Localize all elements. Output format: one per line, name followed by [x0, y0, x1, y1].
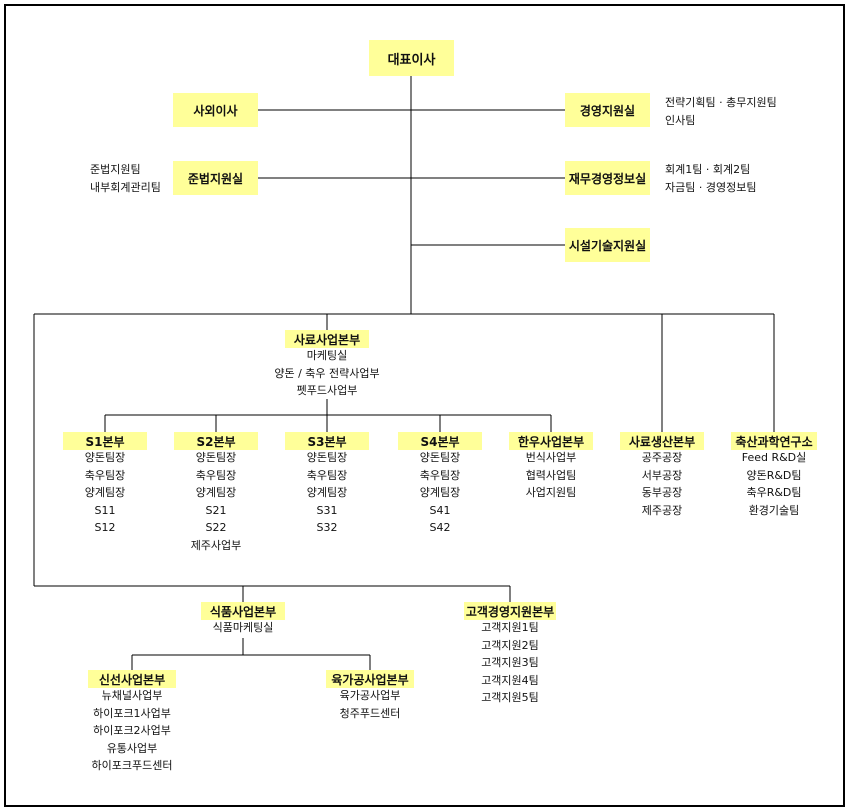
customer-division-box: 고객경영지원본부	[464, 602, 556, 620]
s4-hq-box: S4본부	[398, 432, 482, 450]
finance-box: 재무경영정보실	[565, 161, 650, 195]
feed-production-box: 사료생산본부	[620, 432, 704, 450]
compliance-box: 준법지원실	[173, 161, 258, 195]
outside-director-box: 사외이사	[173, 93, 258, 127]
s2-hq-box: S2본부	[174, 432, 258, 450]
processed-division-teams: 육가공사업부 청주푸드센터	[339, 689, 401, 720]
research-institute-teams: Feed R&D실 양돈R&D팀 축우R&D팀 환경기술팀	[741, 451, 807, 517]
compliance-teams: 준법지원팀 내부회계관리팀	[90, 163, 161, 194]
s3-hq-teams: 양돈팀장 축우팀장 양계팀장 S31 S32	[306, 451, 348, 534]
s1-hq-teams: 양돈팀장 축우팀장 양계팀장 S11 S12	[84, 451, 126, 534]
hanwoo-division-box: 한우사업본부	[509, 432, 593, 450]
management-support-teams: 전략기획팀 · 총무지원팀 인사팀	[665, 96, 777, 127]
fresh-division-teams: 뉴채널사업부 하이포크1사업부 하이포크2사업부 유통사업부 하이포크푸드센터	[91, 689, 173, 772]
food-division-box: 식품사업본부	[201, 602, 285, 620]
facility-box: 시설기술지원실	[565, 228, 650, 262]
s3-hq-box: S3본부	[285, 432, 369, 450]
research-institute-box: 축산과학연구소	[731, 432, 817, 450]
feed-division-teams: 마케팅실 양돈 / 축우 전략사업부 펫푸드사업부	[274, 349, 380, 397]
finance-teams: 회계1팀 · 회계2팀 자금팀 · 경영정보팀	[665, 163, 757, 194]
ceo-box: 대표이사	[369, 40, 454, 76]
feed-production-teams: 공주공장 서부공장 동부공장 제주공장	[641, 451, 683, 517]
processed-division-box: 육가공사업본부	[326, 670, 414, 688]
fresh-division-box: 신선사업본부	[88, 670, 176, 688]
s4-hq-teams: 양돈팀장 축우팀장 양계팀장 S41 S42	[419, 451, 461, 534]
s2-hq-teams: 양돈팀장 축우팀장 양계팀장 S21 S22 제주사업부	[190, 451, 242, 552]
management-support-box: 경영지원실	[565, 93, 650, 127]
chart-frame	[4, 4, 845, 807]
feed-division-box: 사료사업본부	[285, 330, 369, 348]
s1-hq-box: S1본부	[63, 432, 147, 450]
customer-division-teams: 고객지원1팀 고객지원2팀 고객지원3팀 고객지원4팀 고객지원5팀	[481, 621, 539, 704]
food-division-teams: 식품마케팅실	[212, 621, 274, 634]
hanwoo-division-teams: 번식사업부 협력사업팀 사업지원팀	[525, 451, 577, 499]
